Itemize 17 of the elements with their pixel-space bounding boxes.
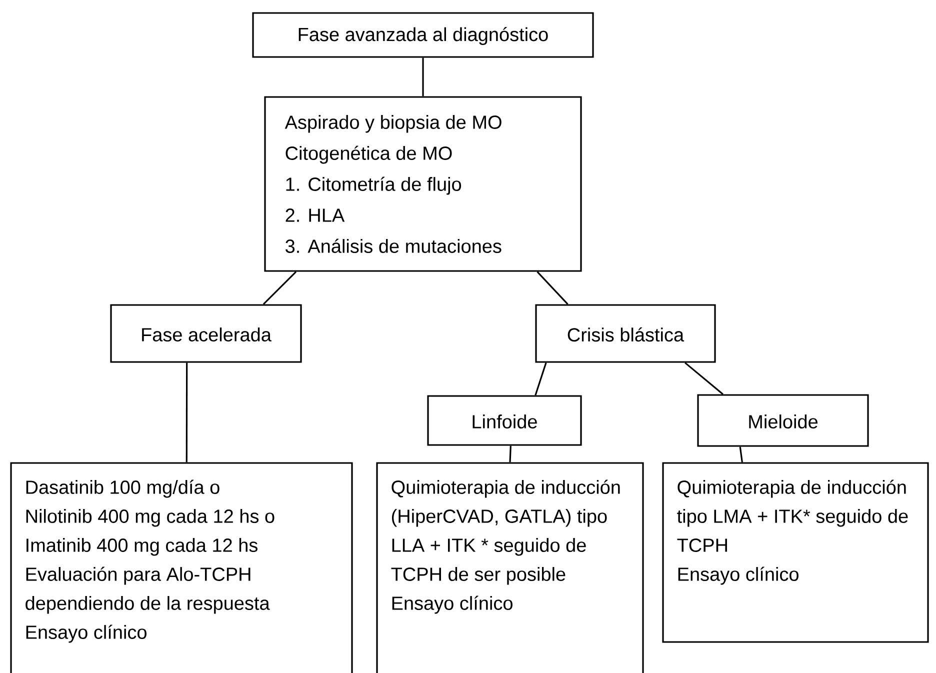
step-box: Quimioterapia de inducción tipo LMA + ITK* seguido de TCPH Ensayo clínico [662,462,929,643]
step-box: Linfoide [427,395,582,446]
step-box: Fase acelerada [110,304,302,363]
connector-line [262,271,297,305]
connector-line [422,58,424,96]
connector-line [509,446,512,462]
connector-line [186,362,188,462]
step-box: Aspirado y biopsia de MO Citogenética de MO 1. Citometría de flujo 2. HLA 3. Análisis de mutaciones [264,96,582,272]
connector-line [739,446,743,462]
connector-line [536,271,568,305]
step-box: Mieloide [697,394,869,447]
step-box: Fase avanzada al diagnóstico [252,12,594,58]
step-box: Crisis blástica [535,304,716,363]
connector-line [534,362,547,396]
connector-line [684,362,724,395]
step-box: Quimioterapia de inducción (HiperCVAD, GATLA) tipo LLA + ITK * seguido de TCPH de ser posible Ensayo clínico [376,462,644,673]
step-box: Dasatinib 100 mg/día o Nilotinib 400 mg cada 12 hs o Imatinib 400 mg cada 12 hs Evaluación para Alo-TCPH dependiendo de la respuesta Ensayo clínico [10,462,353,673]
